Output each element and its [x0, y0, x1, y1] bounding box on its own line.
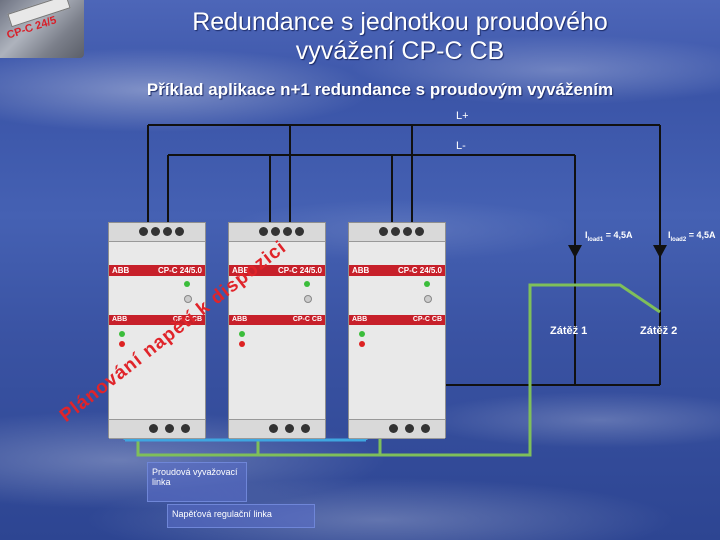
legend-current-line: Proudová vyvažovací linka [147, 462, 247, 502]
current-subscript: load1 [588, 237, 604, 243]
bottom-terminals [229, 419, 325, 439]
output-ok-led [184, 281, 190, 287]
screw-icon [271, 227, 280, 236]
brand-label: ABB [112, 316, 127, 323]
current-value: = 4,5A [606, 230, 633, 240]
screw-icon [301, 424, 310, 433]
screw-icon [421, 424, 430, 433]
rail-label-negative: L- [456, 140, 466, 152]
model-label: CP-C 24/5.0 [158, 266, 202, 275]
overcurrent-led [239, 341, 245, 347]
screw-icon [391, 227, 400, 236]
diode-load2 [653, 245, 667, 258]
screw-icon [149, 424, 158, 433]
screw-icon [139, 227, 148, 236]
top-terminals [349, 223, 445, 242]
screw-icon [175, 227, 184, 236]
load1-current: Iload1 = 4,5A [585, 230, 632, 243]
power-supply-ok-led [119, 331, 125, 337]
screw-icon [151, 227, 160, 236]
screw-icon [415, 227, 424, 236]
screw-icon [379, 227, 388, 236]
screw-icon [269, 424, 278, 433]
output-ok-led [424, 281, 430, 287]
power-supply-ok-led [359, 331, 365, 337]
top-terminals [109, 223, 205, 242]
model-label: CP-C 24/5.0 [398, 266, 442, 275]
load1-label: Zátěž 1 [550, 325, 587, 337]
cb-header: ABB CP-C CB [229, 315, 325, 325]
screw-icon [283, 227, 292, 236]
bottom-terminals [109, 419, 205, 439]
screw-icon [165, 424, 174, 433]
brand-label: ABB [352, 316, 367, 323]
bottom-terminals [349, 419, 445, 439]
screw-icon [403, 227, 412, 236]
adjust-potentiometer[interactable] [424, 295, 432, 303]
model-label: CP-C CB [413, 316, 442, 323]
adjust-potentiometer[interactable] [304, 295, 312, 303]
screw-icon [259, 227, 268, 236]
cb-header: ABB CP-C CB [349, 315, 445, 325]
model-label: CP-C 24/5.0 [278, 266, 322, 275]
brand-label: ABB [112, 266, 129, 275]
overcurrent-led [119, 341, 125, 347]
diode-load1 [568, 245, 582, 258]
brand-label: ABB [352, 266, 369, 275]
legend-voltage-line: Napěťová regulační linka [167, 504, 315, 528]
brand-label: ABB [232, 316, 247, 323]
screw-icon [405, 424, 414, 433]
module-header: ABB CP-C 24/5.0 [109, 265, 205, 276]
screw-icon [389, 424, 398, 433]
overcurrent-led [359, 341, 365, 347]
adjust-potentiometer[interactable] [184, 295, 192, 303]
power-supply-module-3: ABB CP-C 24/5.0 ABB CP-C CB [348, 222, 446, 438]
output-ok-led [304, 281, 310, 287]
load2-current: Iload2 = 4,5A [668, 230, 715, 243]
current-subscript: load2 [671, 237, 687, 243]
current-value: = 4,5A [689, 230, 716, 240]
screw-icon [295, 227, 304, 236]
rail-label-positive: L+ [456, 110, 469, 122]
load2-label: Zátěž 2 [640, 325, 677, 337]
power-supply-ok-led [239, 331, 245, 337]
screw-icon [181, 424, 190, 433]
screw-icon [285, 424, 294, 433]
screw-icon [163, 227, 172, 236]
module-header: ABB CP-C 24/5.0 [349, 265, 445, 276]
model-label: CP-C CB [293, 316, 322, 323]
